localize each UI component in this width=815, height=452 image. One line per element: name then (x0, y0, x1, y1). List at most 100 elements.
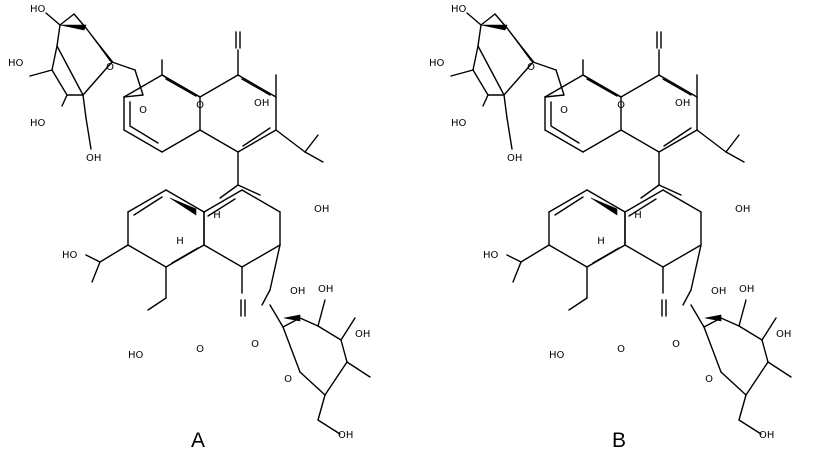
bond-line (51, 69, 68, 96)
atom-label-glc-bot-ch2oh: OH (338, 430, 353, 441)
atom-label-glc-bot-oh2: OH (711, 286, 726, 297)
bond-line (219, 184, 239, 199)
bond-line (82, 94, 87, 119)
bond-line (703, 326, 722, 373)
bond-line (532, 61, 557, 71)
bond-line (690, 244, 702, 291)
atom-label-bot-ketone-o: O (196, 344, 204, 355)
bond-line (662, 189, 702, 213)
stereo-wedge (59, 24, 87, 31)
atom-label-glc-bot-oh4: OH (355, 329, 370, 340)
bond-line (340, 317, 356, 341)
bond-line (317, 299, 326, 327)
bond-line (275, 129, 306, 153)
bond-line (161, 74, 201, 98)
stereo-wedge (283, 314, 301, 322)
bond-line (199, 74, 239, 98)
bond-line (477, 24, 482, 47)
bond-line (472, 45, 479, 71)
atom-label-glc-top-ch2oh: HO (451, 4, 467, 15)
bond-line (555, 69, 565, 96)
bond-line (99, 244, 129, 263)
bond-line (340, 339, 348, 363)
bond-line (299, 317, 319, 327)
bond-line (203, 189, 243, 213)
atom-label-top-h10: H (213, 210, 221, 221)
atom-label-glc-top-ho4: HO (429, 58, 445, 69)
bond-line (738, 419, 762, 435)
atom-label-bot-cooh: HO (62, 250, 78, 261)
bond-line (477, 45, 505, 96)
bond-line (346, 361, 371, 378)
bond-line (317, 394, 326, 421)
bond-line (586, 189, 626, 213)
atom-label-glc-top-ring-o: O (527, 62, 535, 73)
stereo-wedge (85, 27, 115, 64)
atom-label-glc-top-oh2: OH (507, 153, 522, 164)
atom-label-glc-bot-oh3: OH (318, 284, 333, 295)
bond-line (720, 371, 747, 396)
bond-line (662, 244, 702, 268)
double-bond-line (554, 196, 584, 216)
atom-label-bot-cooh: HO (483, 250, 499, 261)
bond-line (725, 151, 745, 163)
bond-line (241, 244, 281, 268)
double-bond-line (242, 127, 271, 147)
stereo-wedge (169, 197, 197, 216)
bond-line (745, 361, 769, 396)
atom-label-bot-phenol: HO (549, 350, 565, 361)
double-bond-line (207, 198, 236, 217)
bond-line (59, 13, 75, 26)
bond-line (738, 299, 747, 327)
bond-line (548, 244, 588, 268)
atom-label-glc-bot-oh2: OH (290, 286, 305, 297)
bond-line (82, 61, 113, 96)
bond-line (61, 94, 68, 107)
bond-line (544, 74, 584, 98)
double-bond-line (628, 198, 657, 217)
bond-line (304, 134, 319, 153)
bond-line (299, 371, 326, 396)
bond-line (203, 244, 243, 268)
bond-line (111, 61, 136, 71)
bond-line (658, 184, 682, 196)
atom-label-top-ketone-o: O (196, 100, 204, 111)
panel-label: B (612, 429, 626, 452)
bond-line (482, 94, 489, 107)
atom-label-glc-bot-ch2oh: OH (759, 430, 774, 441)
bond-line (269, 304, 284, 328)
atom-label-top-cooh: OH (314, 204, 329, 215)
bond-line (91, 261, 101, 283)
atom-label-bot-phenol: HO (128, 350, 144, 361)
atom-label-glc-bot-oh3: OH (739, 284, 754, 295)
atom-label-bot-h10: H (597, 236, 605, 247)
bond-line (761, 339, 769, 363)
double-bond-line (129, 125, 159, 144)
bond-line (127, 244, 167, 268)
bond-line (690, 304, 705, 328)
atom-label-top-phenol: OH (675, 98, 690, 109)
bond-line (317, 325, 342, 341)
atom-label-glc-top-ho4: HO (8, 58, 24, 69)
stereo-wedge (480, 24, 508, 31)
double-bond-line (663, 127, 692, 147)
bond-line (620, 74, 660, 98)
bond-line (568, 297, 588, 311)
atom-label-top-phenol: OH (254, 98, 269, 109)
atom-label-top-h10: H (634, 210, 642, 221)
stereo-wedge (704, 314, 722, 322)
atom-label-top-cooh: OH (735, 204, 750, 215)
bond-line (582, 129, 622, 153)
double-bond-line (171, 247, 199, 264)
stereo-wedge (590, 197, 618, 216)
bond-line (85, 117, 92, 150)
bond-line (503, 94, 508, 119)
bond-line (640, 184, 660, 199)
atom-label-bot-h10: H (176, 236, 184, 247)
bond-line (123, 94, 144, 98)
bond-line (544, 129, 584, 153)
bond-line (720, 317, 740, 327)
bond-line (324, 361, 348, 396)
